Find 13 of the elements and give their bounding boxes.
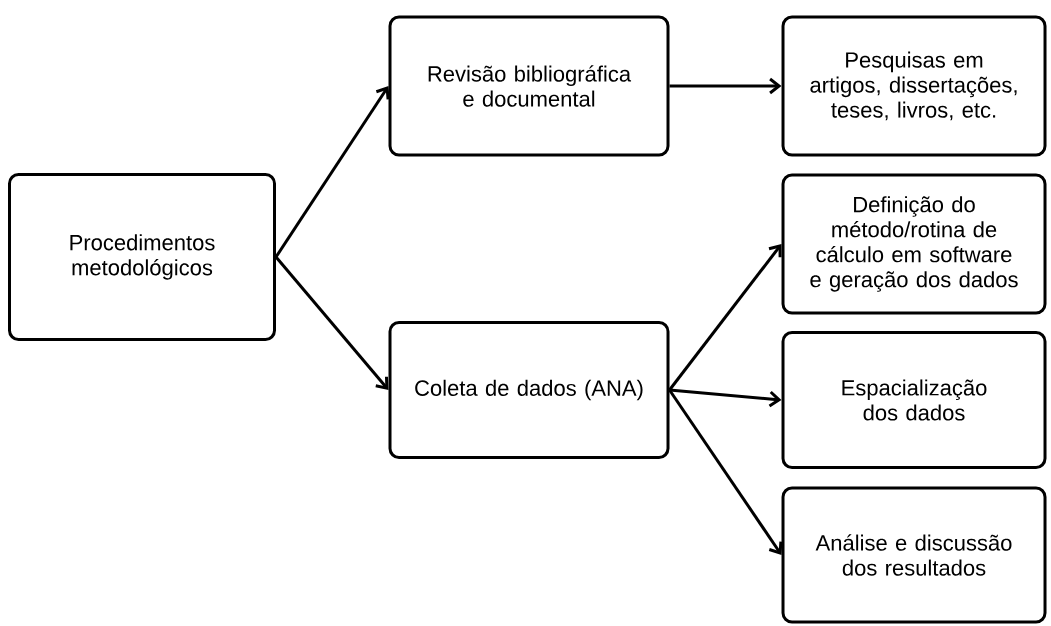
process-box: Definição do método/rotina de cálculo em software e geração dos dados bbox=[781, 173, 1047, 315]
arrow bbox=[274, 256, 389, 390]
arrow bbox=[668, 244, 782, 391]
arrow bbox=[274, 86, 390, 258]
process-box: Espacialização dos dados bbox=[781, 331, 1047, 469]
process-box: Pesquisas em artigos, dissertações, teses, livros, etc. bbox=[781, 15, 1047, 157]
process-box: Coleta de dados (ANA) bbox=[388, 321, 670, 459]
arrow bbox=[668, 389, 783, 555]
arrow bbox=[669, 77, 782, 95]
process-box: Procedimentos metodológicos bbox=[8, 173, 276, 341]
process-box: Revisão bibliográfica e documental bbox=[388, 15, 670, 157]
process-box: Análise e discussão dos resultados bbox=[781, 486, 1047, 624]
arrow bbox=[669, 388, 782, 408]
